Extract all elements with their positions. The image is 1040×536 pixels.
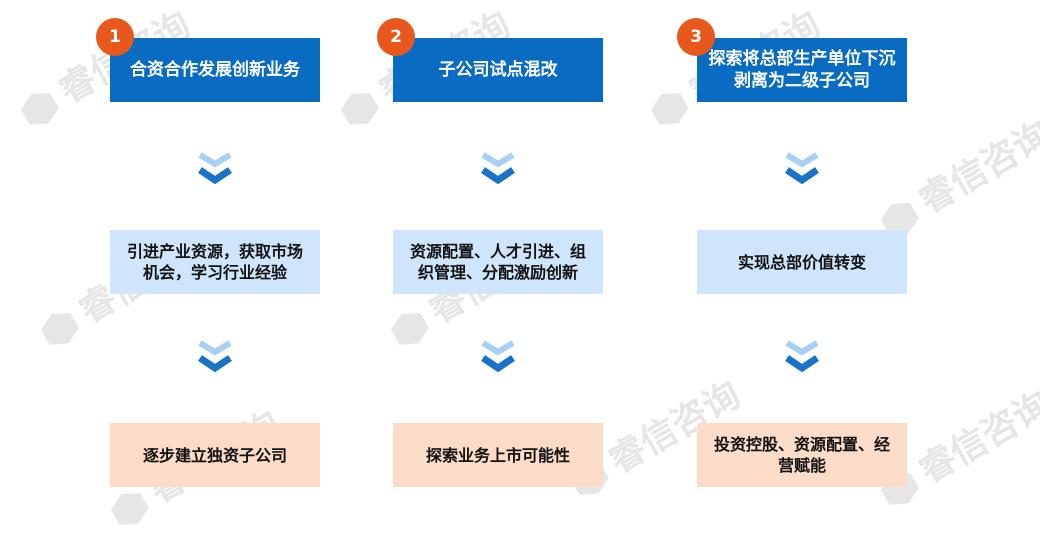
step-title: 探索将总部生产单位下沉剥离为二级子公司	[697, 38, 907, 102]
watermark-logo-icon	[337, 86, 383, 132]
watermark-logo-icon	[647, 86, 693, 132]
step-outcome: 投资控股、资源配置、经营赋能	[697, 423, 907, 487]
step-badge: 2	[377, 18, 415, 56]
step-title: 子公司试点混改	[393, 38, 603, 102]
step-outcome: 逐步建立独资子公司	[110, 423, 320, 487]
step-badge: 3	[677, 18, 715, 56]
step-approach: 资源配置、人才引进、组织管理、分配激励创新	[393, 230, 603, 294]
step-badge: 1	[96, 18, 134, 56]
column-2: 2 子公司试点混改 资源配置、人才引进、组织管理、分配激励创新 探索业务上市可能…	[377, 0, 603, 513]
chevron-down-icon	[197, 152, 233, 186]
chevron-down-icon	[480, 152, 516, 186]
step-approach: 引进产业资源，获取市场机会，学习行业经验	[110, 230, 320, 294]
column-1: 1 合资合作发展创新业务 引进产业资源，获取市场机会，学习行业经验 逐步建立独资…	[96, 0, 320, 513]
chevron-down-icon	[784, 152, 820, 186]
watermark-logo-icon	[17, 86, 63, 132]
chevron-down-icon	[480, 340, 516, 374]
watermark-logo-icon	[37, 306, 83, 352]
step-approach: 实现总部价值转变	[697, 230, 907, 294]
step-title: 合资合作发展创新业务	[110, 38, 320, 102]
step-outcome: 探索业务上市可能性	[393, 423, 603, 487]
column-3: 3 探索将总部生产单位下沉剥离为二级子公司 实现总部价值转变 投资控股、资源配置…	[677, 0, 907, 513]
chevron-down-icon	[784, 340, 820, 374]
chevron-down-icon	[197, 340, 233, 374]
